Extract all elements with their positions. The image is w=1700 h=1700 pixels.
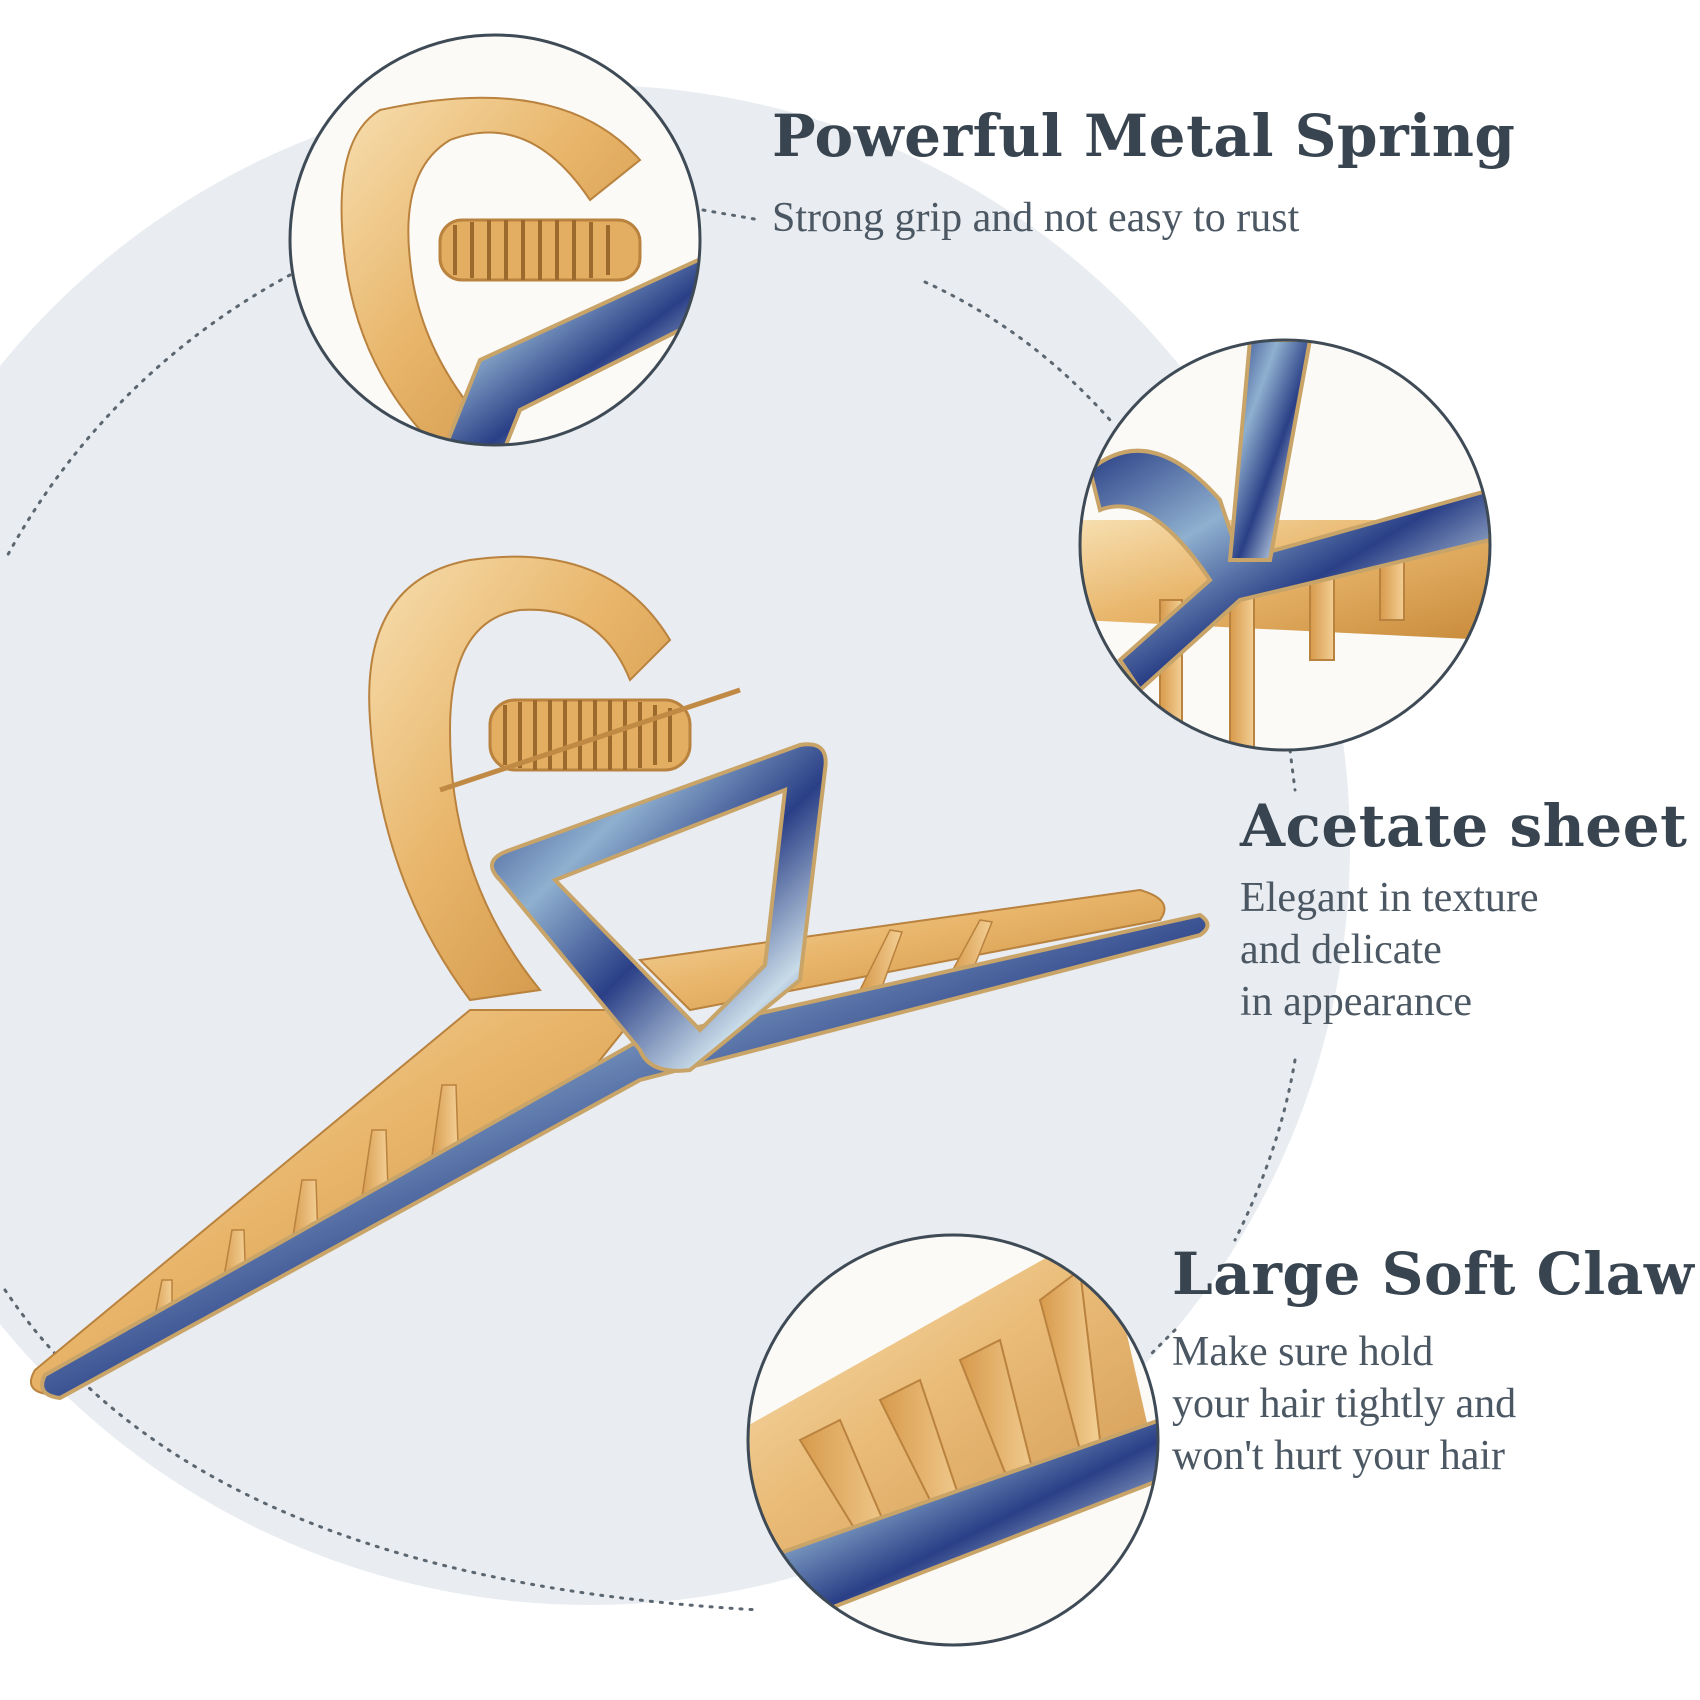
feature-description-line: Make sure hold — [1172, 1329, 1434, 1375]
feature-soft-claw: Large Soft Claw Make sure hold your hair… — [1172, 1240, 1694, 1482]
feature-title: Powerful Metal Spring — [772, 102, 1516, 170]
feature-description-line: Strong grip and not easy to rust — [772, 195, 1300, 241]
feature-description-line: in appearance — [1240, 979, 1473, 1025]
detail-circle-spring — [288, 33, 702, 447]
detail-circle-claw — [746, 1233, 1160, 1647]
feature-description-line: won't hurt your hair — [1172, 1433, 1506, 1479]
feature-description-line: your hair tightly and — [1172, 1381, 1517, 1427]
feature-title: Large Soft Claw — [1172, 1240, 1695, 1308]
feature-description: Make sure hold your hair tightly and won… — [1172, 1326, 1694, 1482]
detail-circle-acetate — [1078, 338, 1492, 752]
feature-metal-spring: Powerful Metal Spring Strong grip and no… — [772, 102, 1515, 244]
feature-title: Acetate sheet — [1240, 792, 1688, 860]
claw-clip-main — [29, 555, 1210, 1401]
feature-description-line: and delicate — [1240, 927, 1442, 973]
feature-description: Strong grip and not easy to rust — [772, 192, 1515, 244]
feature-description-line: Elegant in texture — [1240, 875, 1539, 921]
feature-acetate-sheet: Acetate sheet Elegant in texture and del… — [1240, 792, 1687, 1028]
spring — [439, 687, 741, 793]
feature-description: Elegant in texture and delicate in appea… — [1240, 872, 1687, 1028]
